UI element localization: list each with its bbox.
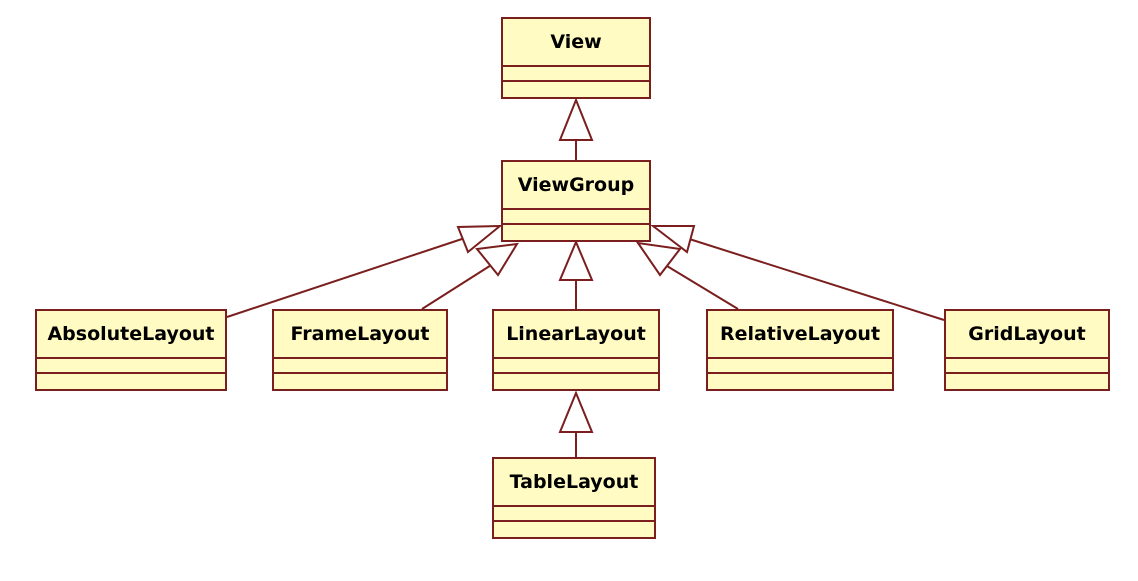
operations-compartment <box>494 522 654 537</box>
generalization-absolutelayout-viewgroup <box>226 224 503 318</box>
class-relativelayout: RelativeLayout <box>706 309 894 391</box>
class-linearlayout: LinearLayout <box>492 309 660 391</box>
class-name: GridLayout <box>946 311 1108 359</box>
operations-compartment <box>946 374 1108 389</box>
class-gridlayout: GridLayout <box>944 309 1110 391</box>
attributes-compartment <box>708 359 892 374</box>
class-name: FrameLayout <box>274 311 446 359</box>
attributes-compartment <box>946 359 1108 374</box>
generalization-relativelayout-viewgroup <box>635 241 739 310</box>
class-tablelayout: TableLayout <box>492 457 656 539</box>
class-view: View <box>501 17 651 99</box>
operations-compartment <box>503 225 649 240</box>
class-name: AbsoluteLayout <box>37 311 225 359</box>
attributes-compartment <box>494 507 654 522</box>
attributes-compartment <box>503 67 649 82</box>
class-name: ViewGroup <box>503 162 649 210</box>
attributes-compartment <box>274 359 446 374</box>
generalization-gridlayout-viewgroup <box>650 225 945 321</box>
attributes-compartment <box>503 210 649 225</box>
generalization-linearlayout-viewgroup <box>558 239 594 309</box>
generalization-viewgroup-view <box>558 97 594 160</box>
operations-compartment <box>708 374 892 389</box>
class-name: LinearLayout <box>494 311 658 359</box>
class-viewgroup: ViewGroup <box>501 160 651 242</box>
class-name: RelativeLayout <box>708 311 892 359</box>
operations-compartment <box>494 374 658 389</box>
operations-compartment <box>37 374 225 389</box>
operations-compartment <box>503 82 649 97</box>
generalization-framelayout-viewgroup <box>421 242 519 310</box>
attributes-compartment <box>37 359 225 374</box>
class-name: View <box>503 19 649 67</box>
class-framelayout: FrameLayout <box>272 309 448 391</box>
class-name: TableLayout <box>494 459 654 507</box>
class-absolutelayout: AbsoluteLayout <box>35 309 227 391</box>
operations-compartment <box>274 374 446 389</box>
attributes-compartment <box>494 359 658 374</box>
generalization-tablelayout-linearlayout <box>558 390 594 457</box>
